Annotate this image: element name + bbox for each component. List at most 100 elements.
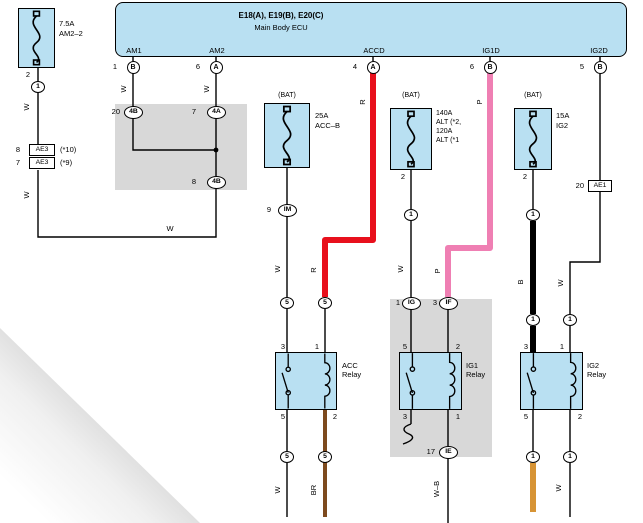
ig2-relay-pin-tr: 1: [559, 342, 564, 351]
wire-label-p: P: [433, 268, 443, 274]
node-ie: IE: [439, 446, 458, 459]
fuse-icon: [528, 110, 538, 168]
wire-label-r: R: [309, 267, 319, 273]
fuse-alt-pin: 2: [400, 172, 405, 181]
alt-bat: (BAT): [402, 92, 420, 99]
wire-label-w: W: [22, 103, 32, 111]
acc-relay: [275, 352, 337, 410]
ig2-relay-name1: IG2: [587, 361, 600, 370]
j4b-top: 4B: [124, 106, 143, 119]
fuse-acc-b-name: ACC–B: [315, 121, 341, 130]
pin-group-ig2d: IG2D: [590, 46, 608, 55]
ae1-num: 20: [575, 181, 584, 190]
if-num: 3: [432, 298, 437, 307]
relay-coil-icon: [569, 353, 577, 409]
ae3-lower-num: 7: [15, 158, 20, 167]
wire-label-w: W: [119, 85, 129, 93]
fuse-alt-line1: 140A: [436, 110, 453, 117]
ig1-continuation-squiggle: [402, 423, 414, 445]
j4b-bottom: 4B: [207, 176, 226, 189]
j4b-top-num: 20: [111, 107, 120, 116]
node-acc-out-left: 5: [280, 451, 294, 463]
fuse-alt-line3: 120A: [436, 128, 453, 135]
acc-relay-pin-tl: 3: [280, 342, 285, 351]
node-if: IF: [439, 297, 458, 310]
node-im: IM: [278, 204, 297, 217]
ig1-relay-name2: Relay: [466, 370, 486, 379]
ig2-relay-pin-br: 2: [577, 412, 582, 421]
node-ig2-in-right: 1: [563, 314, 577, 326]
j4a: 4A: [207, 106, 226, 119]
ecu-pin-num-accd: 4: [352, 62, 357, 71]
fuse-ig2-pin: 2: [522, 172, 527, 181]
fuse-ig2: [514, 108, 552, 170]
wire-label-r: R: [358, 99, 368, 105]
wire-label-w: W: [22, 191, 32, 199]
ig1-relay-pin-bl: 3: [402, 412, 407, 421]
ecu-title: E18(A), E19(B), E20(C): [238, 11, 324, 20]
fuse-am2-2-name: AM2–2: [59, 29, 83, 38]
fuse-acc-b-pin: 9: [266, 205, 271, 214]
node-acc-in-right: 5: [318, 297, 332, 309]
node-ig2-in-left: 1: [526, 314, 540, 326]
relay-coil-icon: [448, 353, 456, 409]
pin-group-am2: AM2: [209, 46, 225, 55]
ecu-pin-circle-am1: B: [126, 60, 140, 74]
am2-return-wire: [37, 68, 217, 238]
wire-label-br: BR: [309, 484, 319, 496]
fuse-alt: [390, 108, 432, 170]
ig1-relay-name1: IG1: [466, 361, 479, 370]
ecu-pin-circle-ig2d: B: [593, 60, 607, 74]
acc-relay-pin-br: 2: [332, 412, 337, 421]
ig2-relay-pin-bl: 5: [523, 412, 528, 421]
ig1-relay-pin-tl: 5: [402, 342, 407, 351]
fuse-am2-2-rating: 7.5A: [59, 19, 75, 28]
node-am2-2-out: 1: [31, 81, 45, 93]
ecu-subtitle: Main Body ECU: [254, 23, 308, 32]
fuse-am2-2: [18, 8, 55, 68]
ig-num: 1: [395, 298, 400, 307]
fuse-am2-2-pin: 2: [25, 70, 30, 79]
j4b-bottom-num: 8: [191, 177, 196, 186]
wire-label-p: P: [475, 99, 485, 105]
ecu-pin-stubs: [132, 57, 601, 61]
node-ig2-out-right: 1: [563, 451, 577, 463]
junction-internal-wires: [132, 118, 217, 176]
pin-group-am1: AM1: [126, 46, 142, 55]
ecu-pin-circle-am2: A: [209, 60, 223, 74]
wire-label-wb: W–B: [432, 480, 442, 498]
relay-internals: [281, 353, 331, 409]
ig1-relay: [399, 352, 462, 410]
fuse-icon: [32, 10, 41, 66]
fuse-ig2-rating: 15A: [556, 111, 570, 120]
ig2-relay: [520, 352, 583, 410]
ae3-lower-box: AE3: [29, 157, 55, 169]
wire-label-w: W: [396, 265, 406, 273]
pin-group-ig1d: IG1D: [482, 46, 500, 55]
ig2-bat: (BAT): [524, 92, 542, 99]
ae1-box: AE1: [588, 180, 612, 192]
acc-relay-name2: Relay: [342, 370, 362, 379]
node-acc-out-right: 5: [318, 451, 332, 463]
ecu-pin-num-ig2d: 5: [579, 62, 584, 71]
fuse-icon: [406, 110, 416, 168]
wire-label-w: W: [556, 279, 566, 287]
relay-internals: [526, 353, 577, 409]
fuse-acc-b-rating: 25A: [315, 111, 329, 120]
ig1-relay-pin-tr: 2: [455, 342, 460, 351]
junction-dot: [213, 147, 219, 153]
fuse-icon: [282, 105, 292, 166]
pin-group-accd: ACCD: [363, 46, 385, 55]
relay-switch-icon: [526, 353, 535, 409]
ig1d-pink-wire: [445, 73, 493, 297]
fuse-alt-line2: ALT (*2,: [436, 119, 462, 126]
ig2d-wire: [569, 74, 601, 352]
relay-switch-icon: [281, 353, 289, 409]
node-ig2-out-left: 1: [526, 451, 540, 463]
ae3-lower-note: (*9): [60, 158, 73, 167]
ig2-relay-name2: Relay: [587, 370, 607, 379]
j4a-num: 7: [191, 107, 196, 116]
wire-label-w: W: [166, 224, 174, 234]
wire-label-w: W: [202, 85, 212, 93]
